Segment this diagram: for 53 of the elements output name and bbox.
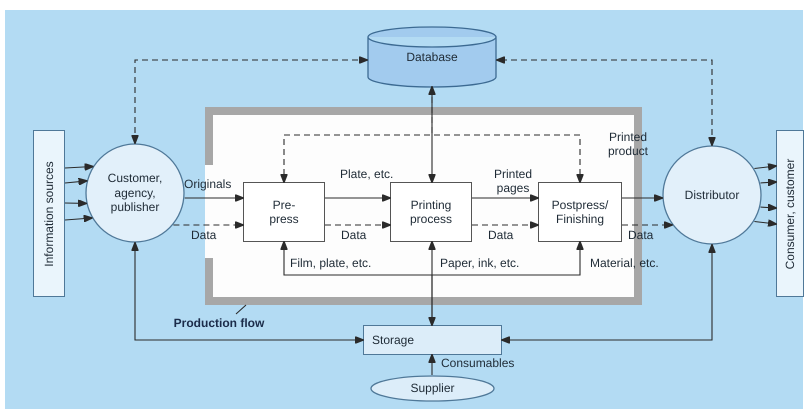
dashed-arrow	[622, 221, 674, 229]
dashed-arrow	[496, 56, 716, 146]
edge-label: Data	[191, 229, 216, 243]
process-box	[390, 182, 472, 242]
arrow	[64, 178, 88, 186]
node-label: Consumer, customer	[783, 158, 797, 269]
arrow	[760, 204, 778, 212]
edge-label: Data	[488, 229, 514, 243]
edge-label: Consumables	[441, 357, 514, 371]
arrow	[325, 194, 392, 202]
arrow	[500, 244, 716, 344]
arrow	[428, 240, 436, 326]
node-label: Customer, agency, publisher	[106, 171, 164, 215]
edge-label: Film, plate, etc.	[290, 257, 372, 271]
dashed-arrow	[325, 221, 392, 229]
node-label: Distributor	[684, 188, 740, 202]
node-label: Printing process	[408, 198, 454, 226]
arrow	[428, 354, 436, 375]
edge-label: Data	[628, 229, 654, 243]
consumer-box	[776, 130, 804, 297]
edge-label: Plate, etc.	[340, 168, 394, 182]
edge-label: Printed product	[606, 131, 650, 159]
dashed-arrow	[131, 56, 368, 144]
edge-label: Originals	[184, 178, 232, 192]
arrow	[65, 199, 88, 208]
dashed-arrow	[173, 221, 244, 229]
leader-line	[236, 304, 246, 314]
arrow	[472, 194, 540, 202]
source-box	[33, 130, 65, 297]
dashed-arrow	[472, 221, 540, 229]
edge-label: Material, etc.	[590, 257, 659, 271]
process-box	[538, 182, 622, 242]
arrow	[184, 194, 244, 202]
process-box	[243, 182, 325, 242]
arrow	[428, 86, 436, 184]
edge-label: Data	[341, 229, 366, 243]
edge-label: Paper, ink, etc.	[440, 257, 520, 271]
arrow	[754, 162, 778, 171]
arrow	[622, 194, 664, 202]
node-label: Storage	[372, 332, 414, 348]
arrow	[754, 219, 778, 228]
node-label: Postpress/ Finishing	[550, 198, 610, 226]
caption-text: Production flow	[174, 316, 264, 330]
edge-label: Printed pages	[492, 168, 534, 196]
storage-box	[363, 325, 502, 355]
arrow	[131, 242, 364, 344]
node-label: Database	[406, 50, 458, 64]
node-label: Information sources	[42, 160, 56, 266]
node-label: Pre- press	[268, 198, 300, 226]
arrow	[760, 178, 778, 186]
arrow	[64, 162, 94, 171]
node-label: Supplier	[410, 381, 455, 396]
arrow	[64, 214, 94, 223]
